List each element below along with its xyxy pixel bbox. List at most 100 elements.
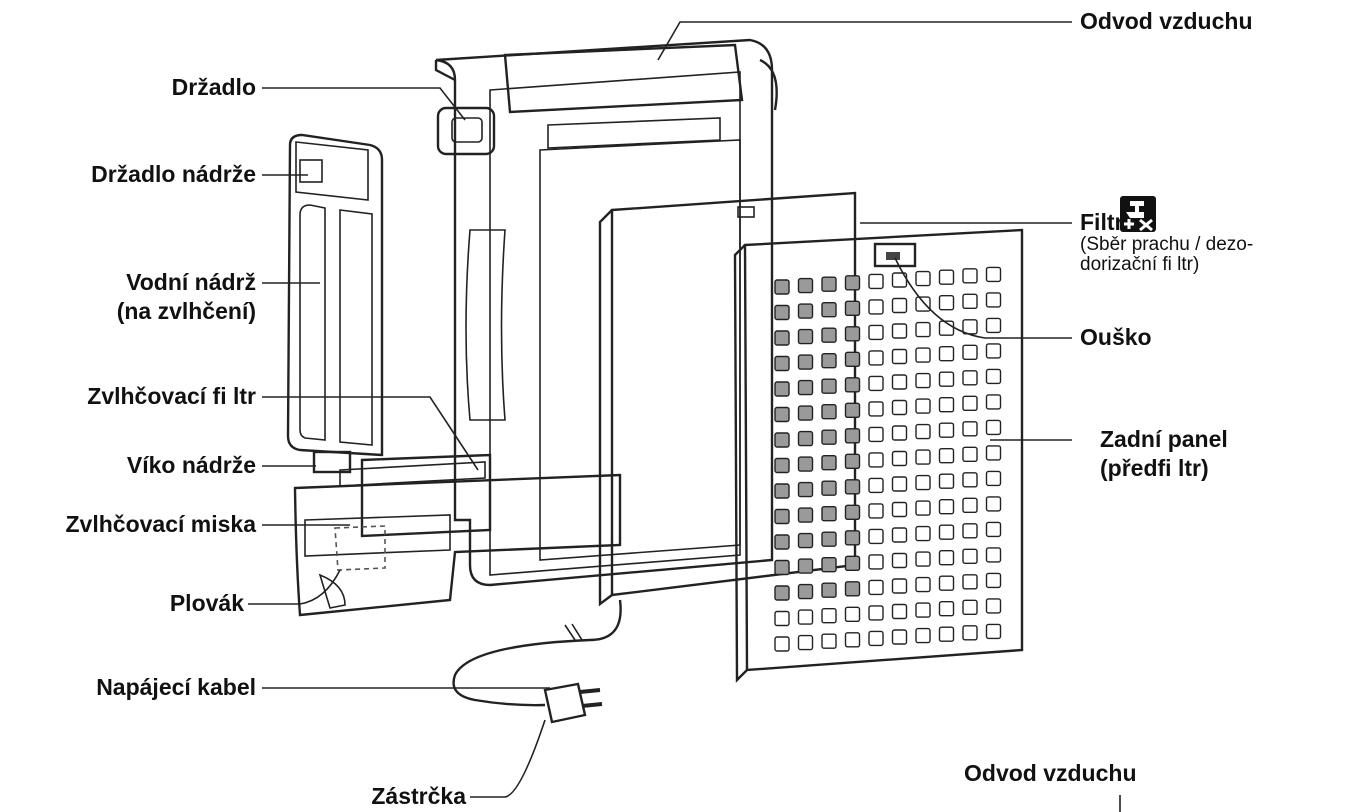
prefilter-opening <box>891 450 908 467</box>
prefilter-opening <box>962 370 978 386</box>
prefilter-opening <box>844 300 861 316</box>
prefilter-opening <box>774 457 790 474</box>
label-air-outlet-bottom: Odvod vzduchu <box>964 760 1137 786</box>
prefilter-opening <box>868 350 884 366</box>
prefilter-opening <box>938 550 955 566</box>
prefilter-opening <box>985 521 1002 538</box>
prefilter-opening <box>985 470 1002 487</box>
prefilter-opening <box>985 292 1002 308</box>
prefilter-opening <box>962 625 978 641</box>
humidifier-tray <box>293 453 622 617</box>
label-float: Plovák <box>169 590 244 616</box>
prefilter-opening <box>868 528 884 545</box>
prefilter-opening <box>915 525 931 542</box>
prefilter-opening <box>962 548 978 564</box>
label-tab-ear: Ouško <box>1080 324 1152 350</box>
prefilter-opening <box>915 449 931 465</box>
prefilter-opening <box>844 530 861 546</box>
prefilter-opening <box>985 343 1002 359</box>
prefilter-opening <box>844 453 861 469</box>
prefilter-opening <box>985 419 1002 436</box>
prefilter-opening <box>774 534 790 550</box>
prefilter-opening <box>915 347 931 363</box>
prefilter-opening <box>774 279 790 295</box>
label-water-tank: Vodní nádrž <box>126 269 256 295</box>
prefilter-opening <box>774 585 790 601</box>
prefilter-opening <box>962 319 978 335</box>
prefilter-opening <box>938 499 955 515</box>
prefilter-opening <box>821 276 837 292</box>
prefilter-opening <box>938 346 955 362</box>
prefilter-opening <box>774 304 790 321</box>
prefilter-opening <box>774 559 790 576</box>
prefilter-opening <box>797 328 814 345</box>
label-filter-sub-2: dorizační fi ltr) <box>1080 254 1200 275</box>
label-air-outlet-top: Odvod vzduchu <box>1080 8 1253 34</box>
no-wash-filter-icon <box>1120 196 1156 232</box>
prefilter-opening <box>844 275 861 291</box>
prefilter-opening <box>868 375 884 392</box>
prefilter-opening <box>938 448 955 464</box>
tab-ear <box>873 242 917 268</box>
prefilter-opening <box>774 355 790 372</box>
prefilter-opening <box>868 324 884 341</box>
prefilter-opening <box>844 555 861 571</box>
prefilter-opening <box>821 506 837 522</box>
prefilter-opening <box>962 268 978 284</box>
prefilter-opening <box>797 609 814 625</box>
plug <box>543 682 587 724</box>
dust-filter <box>598 191 857 607</box>
prefilter-opening <box>868 579 884 596</box>
prefilter-opening <box>868 554 884 570</box>
prefilter-opening <box>938 422 955 438</box>
humidifier-filter <box>360 453 492 538</box>
prefilter-opening <box>821 327 837 343</box>
prefilter-opening <box>915 602 931 618</box>
leader-lines <box>248 21 1121 812</box>
prefilter-opening <box>868 273 884 290</box>
prefilter-opening <box>938 269 955 285</box>
prefilter-opening <box>985 368 1002 385</box>
prefilter-opening <box>797 354 814 370</box>
prefilter-opening <box>868 452 884 468</box>
prefilter-opening <box>891 399 908 416</box>
prefilter-opening <box>774 610 790 627</box>
prefilter-opening <box>962 599 978 615</box>
prefilter-opening <box>797 532 814 549</box>
prefilter-opening <box>774 381 790 397</box>
prefilter-opening <box>868 299 884 315</box>
label-back-panel-sub: (předfi ltr) <box>1100 455 1209 481</box>
prefilter-opening <box>915 296 931 312</box>
water-tank <box>286 133 384 474</box>
prefilter-opening <box>962 446 978 462</box>
prefilter-opening <box>962 293 978 309</box>
prefilter-opening <box>844 479 861 495</box>
prefilter-opening <box>821 633 837 649</box>
label-filter-sub-1: (Sběr prachu / dezo- <box>1080 234 1254 255</box>
prefilter-opening <box>868 605 884 621</box>
prefilter-opening <box>844 606 861 622</box>
prefilter-opening <box>821 608 837 624</box>
prefilter-opening <box>844 581 861 597</box>
prefilter-opening <box>868 503 884 519</box>
prefilter-opening <box>821 378 837 394</box>
prefilter-opening <box>962 574 978 590</box>
prefilter-opening <box>797 405 814 421</box>
label-handle: Držadlo <box>171 74 256 100</box>
prefilter-opening <box>891 501 908 518</box>
prefilter-opening <box>891 578 908 594</box>
prefilter-opening <box>962 344 978 360</box>
prefilter-opening <box>868 426 884 443</box>
prefilter-opening <box>938 371 955 387</box>
prefilter-opening <box>821 455 837 471</box>
prefilter-opening <box>891 425 908 441</box>
prefilter-opening <box>985 547 1002 563</box>
prefilter-opening <box>844 351 861 367</box>
tank-cap <box>312 450 352 474</box>
prefilter-opening <box>938 524 955 540</box>
prefilter-opening <box>821 531 837 547</box>
prefilter-opening <box>938 397 955 413</box>
prefilter-opening <box>821 557 837 573</box>
back-panel <box>733 228 1024 683</box>
label-plug: Zástrčka <box>371 783 466 809</box>
